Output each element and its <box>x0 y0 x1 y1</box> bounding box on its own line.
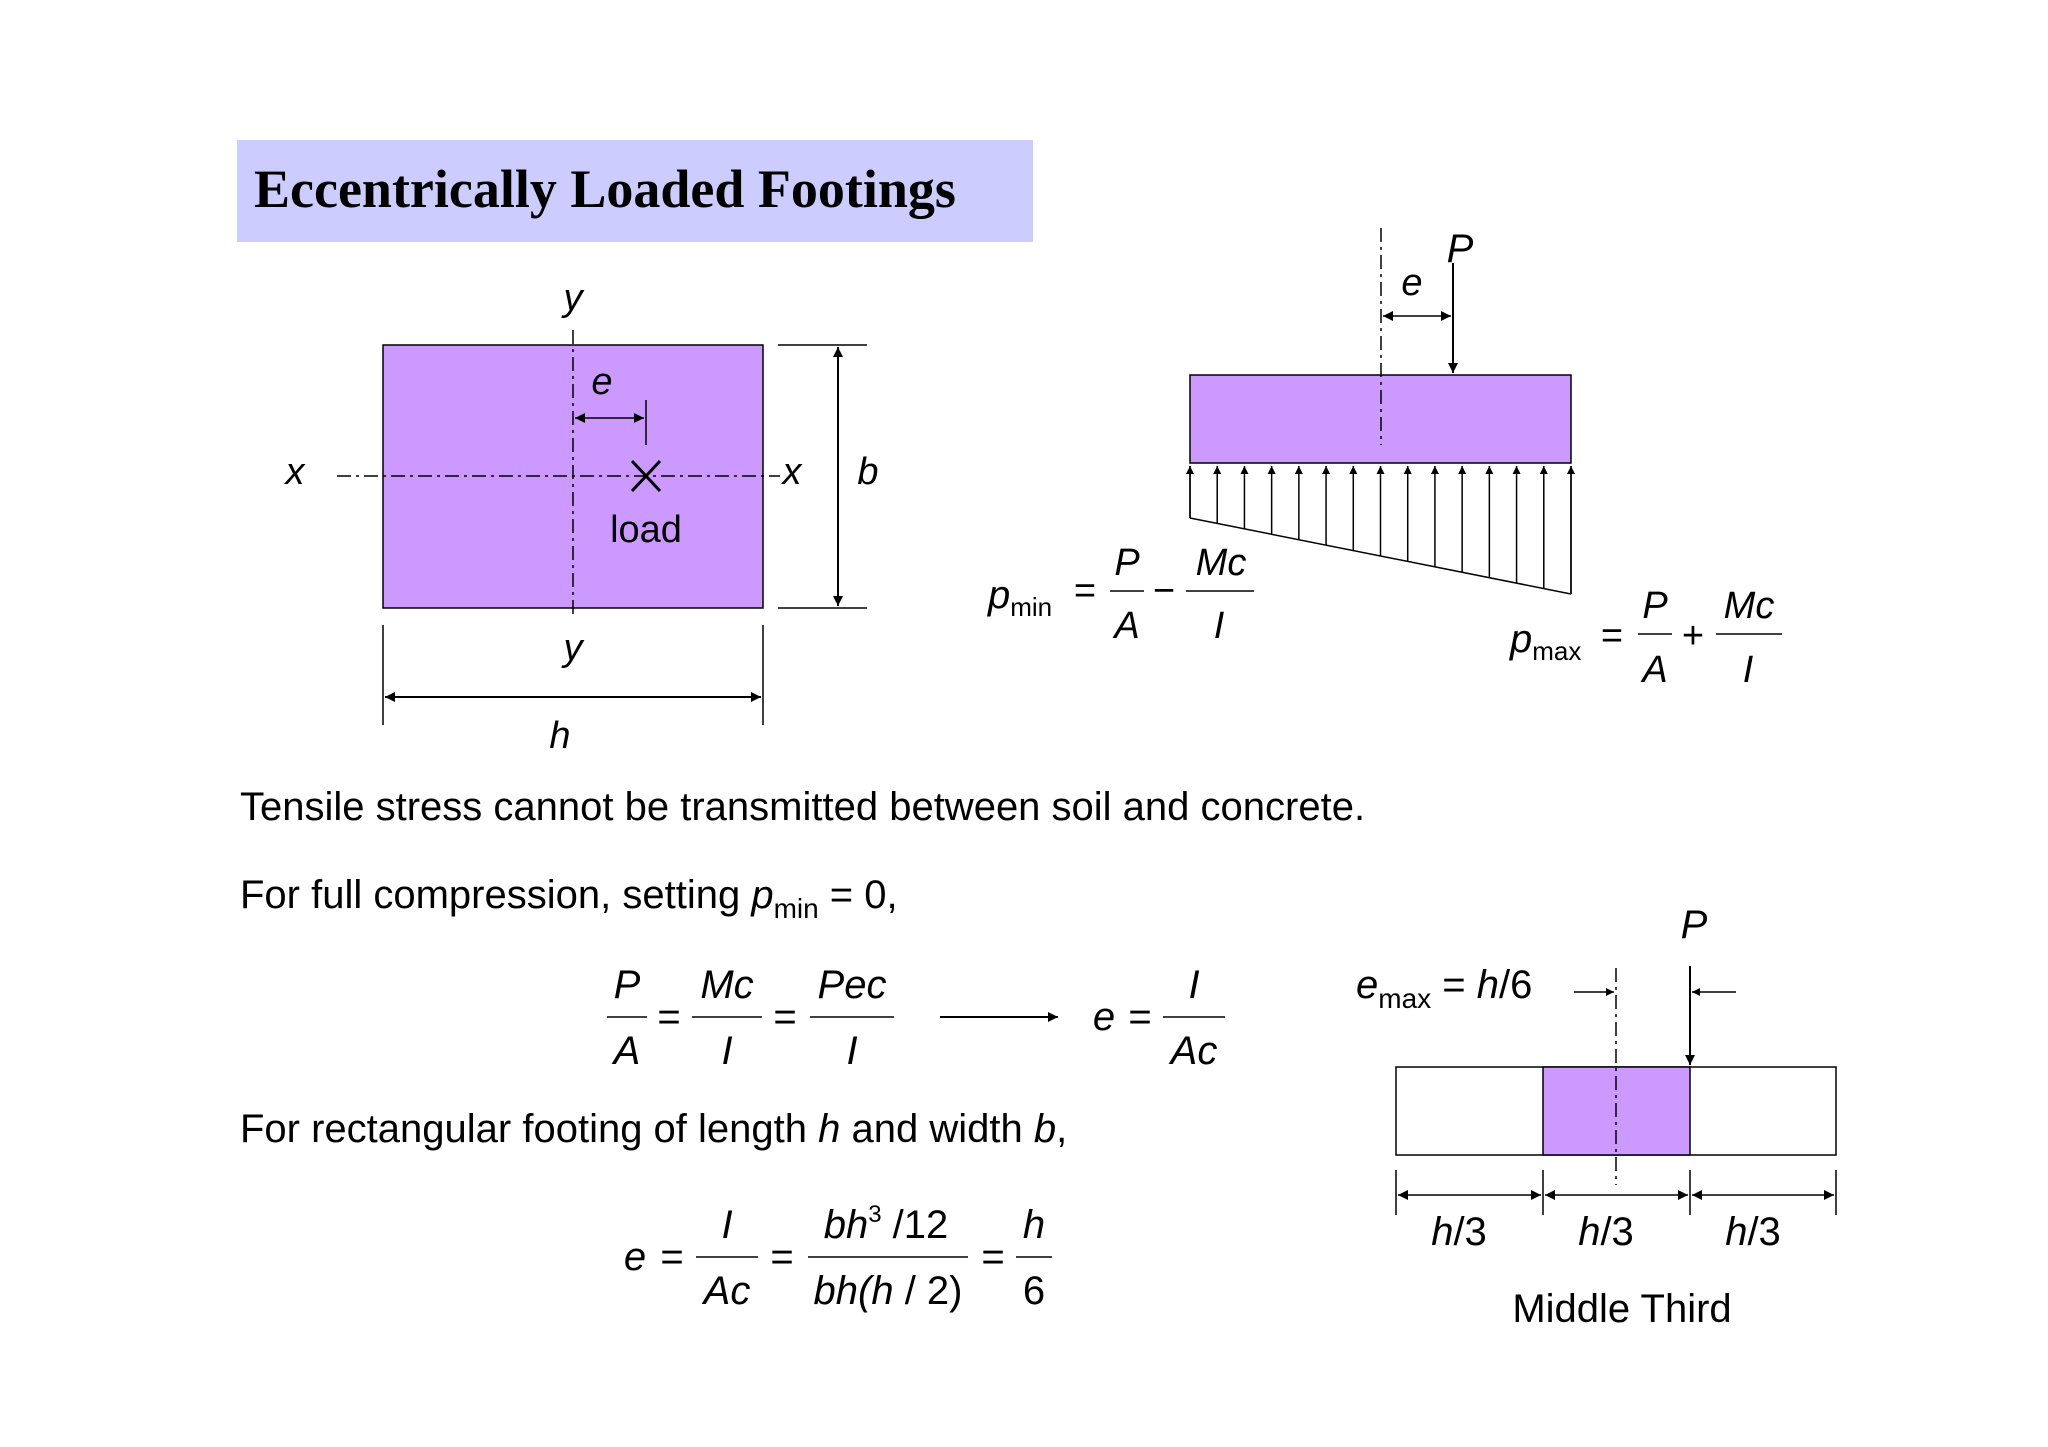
statement-tensile-stress: Tensile stress cannot be transmitted bet… <box>240 785 1365 829</box>
svg-text:−: − <box>1153 570 1175 612</box>
svg-text:=: = <box>1128 995 1151 1039</box>
svg-text:A: A <box>1112 605 1139 647</box>
pmin-formula: pmin = P A − Mc I <box>987 542 1254 647</box>
svg-text:+: + <box>1682 615 1704 657</box>
svg-text:I: I <box>721 1029 732 1073</box>
svg-text:P: P <box>1114 542 1140 584</box>
svg-text:I: I <box>1188 963 1199 1007</box>
x-axis-label-left: x <box>284 451 307 493</box>
svg-text:pmin: pmin <box>987 573 1052 622</box>
pressure-envelope-line <box>1189 517 1572 595</box>
equation-eccentricity-limit: P A = Mc I = Pec I e = I Ac <box>607 963 1225 1073</box>
svg-text:=: = <box>1601 615 1623 657</box>
statement-full-compression: For full compression, setting pmin = 0, <box>240 873 898 924</box>
page-title: Eccentrically Loaded Footings <box>254 159 956 219</box>
title-band <box>237 140 1033 242</box>
svg-text:e: e <box>1093 995 1115 1039</box>
title-banner: Eccentrically Loaded Footings <box>237 140 1033 242</box>
pmax-formula: pmax = P A + Mc I <box>1509 585 1782 691</box>
svg-text:=: = <box>1074 570 1096 612</box>
middle-third-diagram: P emax = h/6 h/3 h/3 h/3 Middle Third <box>1356 903 1837 1331</box>
plan-view-diagram: y y x x e load b h <box>284 277 879 757</box>
svg-text:I: I <box>1743 649 1754 691</box>
svg-text:Mc: Mc <box>700 963 753 1007</box>
svg-text:Ac: Ac <box>1169 1029 1218 1073</box>
middle-third-caption: Middle Third <box>1512 1287 1731 1331</box>
svg-text:bh(h / 2): bh(h / 2) <box>814 1269 963 1313</box>
applied-load-label: P <box>1447 227 1474 271</box>
emax-label: emax = h/6 <box>1356 963 1532 1014</box>
y-axis-label-bottom: y <box>561 627 585 669</box>
third-label-middle: h/3 <box>1578 1210 1634 1254</box>
elevation-eccentricity-label: e <box>1401 262 1422 304</box>
svg-text:=: = <box>981 1235 1004 1279</box>
svg-text:6: 6 <box>1023 1269 1045 1313</box>
svg-text:e: e <box>624 1235 646 1279</box>
length-label: h <box>549 715 570 757</box>
third-label-left: h/3 <box>1431 1210 1487 1254</box>
plan-eccentricity-label: e <box>591 361 612 403</box>
svg-text:P: P <box>1642 585 1668 627</box>
x-axis-label-right: x <box>781 451 804 493</box>
statement-rectangular-footing: For rectangular footing of length h and … <box>240 1107 1067 1151</box>
svg-text:A: A <box>1640 649 1667 691</box>
svg-text:Mc: Mc <box>1196 542 1247 584</box>
svg-text:=: = <box>773 995 796 1039</box>
svg-text:h: h <box>1023 1203 1045 1247</box>
svg-text:bh3 /12: bh3 /12 <box>824 1201 949 1247</box>
equation-rectangular-eccentricity: e = I Ac = bh3 /12 bh(h / 2) = h 6 <box>624 1201 1052 1313</box>
svg-text:Mc: Mc <box>1724 585 1775 627</box>
middle-third-load-label: P <box>1681 903 1708 947</box>
load-point-icon <box>630 459 662 493</box>
svg-text:=: = <box>657 995 680 1039</box>
svg-text:Pec: Pec <box>818 963 887 1007</box>
y-axis-label-top: y <box>561 277 585 319</box>
svg-text:I: I <box>721 1203 732 1247</box>
third-label-right: h/3 <box>1725 1210 1781 1254</box>
svg-text:P: P <box>614 963 641 1007</box>
svg-text:Ac: Ac <box>702 1269 751 1313</box>
width-label: b <box>857 451 878 493</box>
svg-text:A: A <box>612 1029 641 1073</box>
svg-text:I: I <box>846 1029 857 1073</box>
svg-text:=: = <box>770 1235 793 1279</box>
load-label: load <box>610 509 682 551</box>
svg-text:pmax: pmax <box>1509 617 1581 666</box>
elevation-diagram: P e pmin = P A − Mc I pmax = P A + Mc <box>987 227 1782 691</box>
svg-text:=: = <box>660 1235 683 1279</box>
svg-text:I: I <box>1214 605 1225 647</box>
